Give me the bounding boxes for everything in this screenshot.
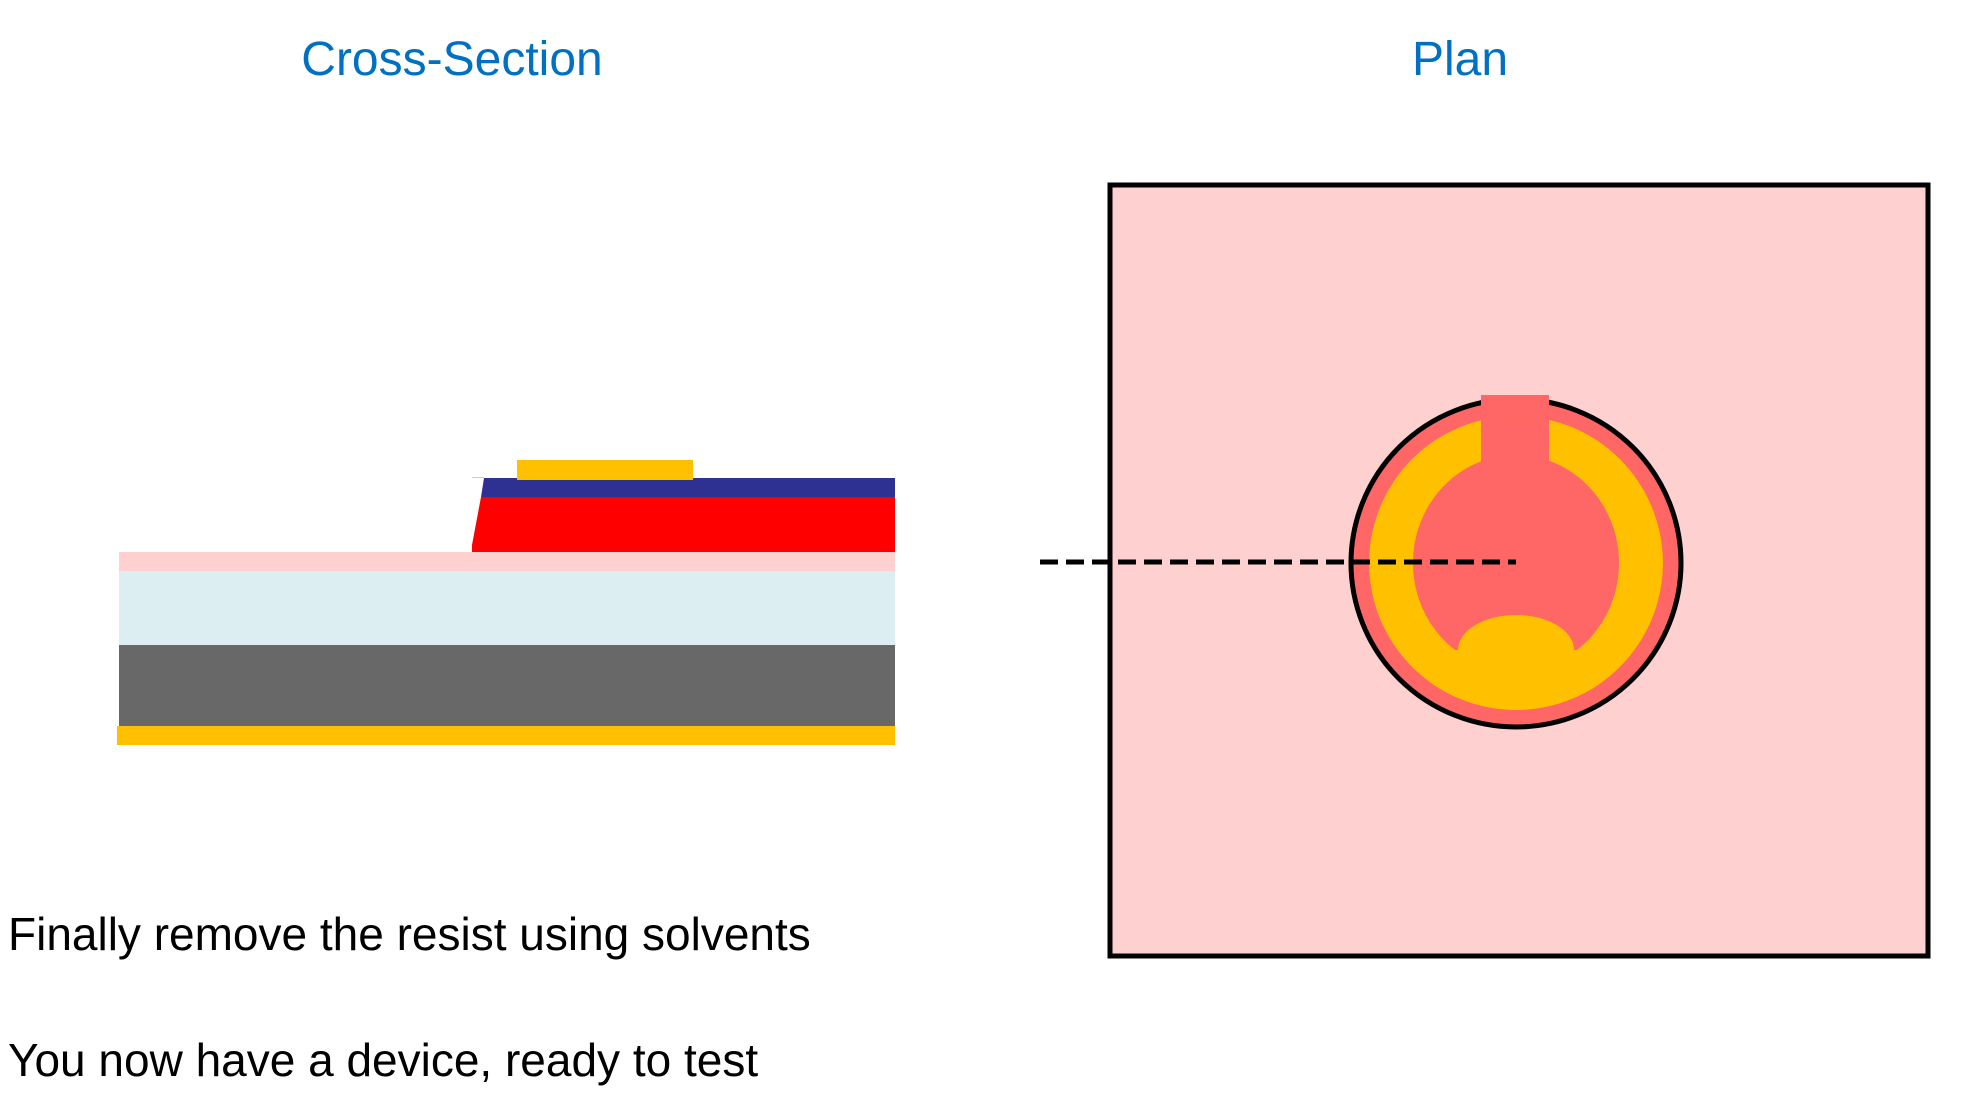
cladding-layer xyxy=(119,552,895,571)
cross-section-title: Cross-Section xyxy=(301,33,603,86)
contact-gap xyxy=(1481,416,1549,480)
back-contact-layer xyxy=(117,726,895,745)
buffer-layer xyxy=(119,571,895,645)
cross-section-view xyxy=(117,460,895,745)
plan-view xyxy=(1040,182,1931,959)
substrate-layer xyxy=(119,645,895,727)
contact-gap-notch xyxy=(1481,395,1549,407)
cap-layer xyxy=(481,478,895,497)
plan-title: Plan xyxy=(1411,33,1509,86)
caption-device-ready: You now have a device, ready to test xyxy=(8,1034,759,1086)
caption-remove-resist: Finally remove the resist using solvents xyxy=(8,908,811,960)
top-contact-layer xyxy=(517,460,693,480)
mesa-layer xyxy=(472,497,895,552)
